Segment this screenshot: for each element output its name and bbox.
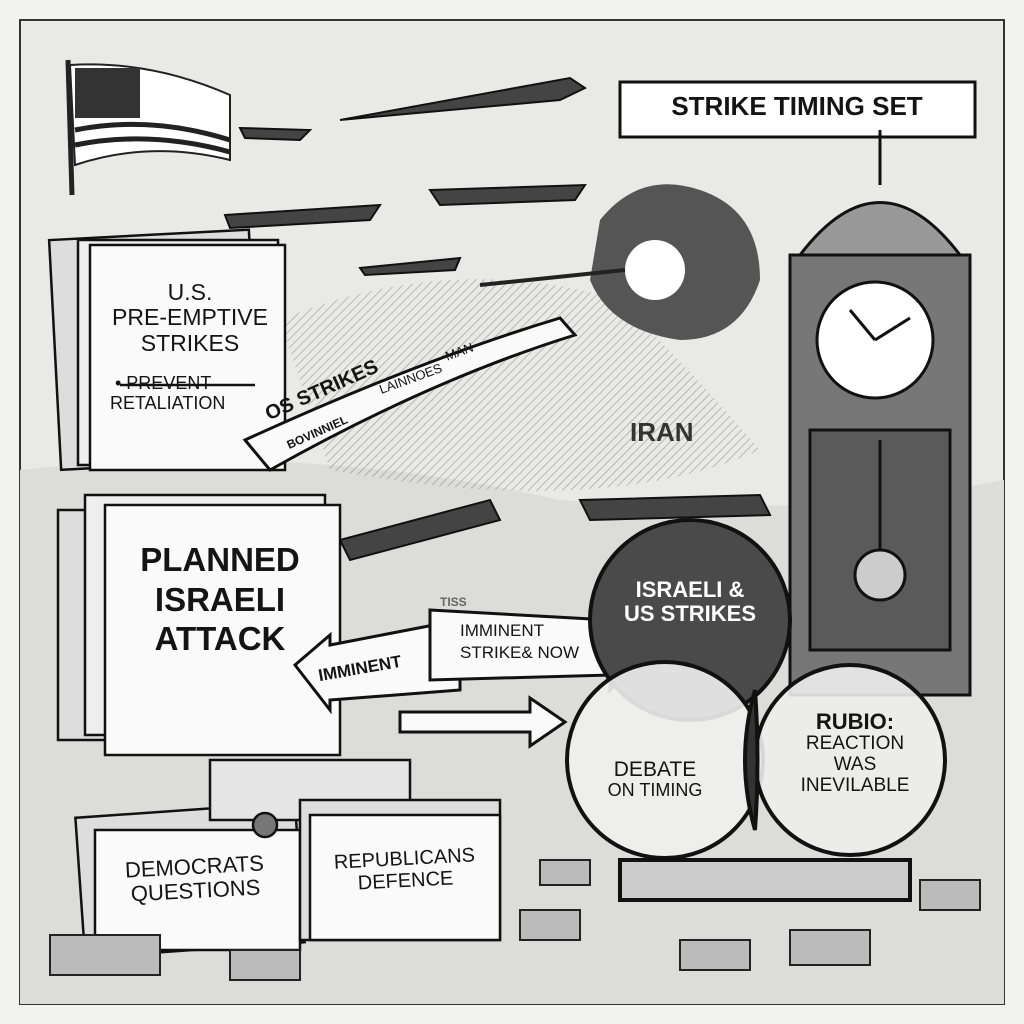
- us-doc-text: U.S. PRE-EMPTIVE STRIKES • PREVENT RETAL…: [100, 279, 280, 413]
- terrain: [280, 279, 760, 491]
- banner-ribbon: [242, 316, 578, 472]
- us-doc-line2: PRE-EMPTIVE: [112, 304, 268, 331]
- venn-right-line2: REACTION: [805, 733, 905, 755]
- republicans-folder-label: REPUBLICANS DEFENCE: [314, 843, 496, 896]
- us-doc-bullet: • PREVENT: [115, 372, 212, 393]
- arrow-right-label: IMMINENT STRIKE& NOW: [460, 621, 580, 662]
- israeli-doc-line2: ISRAELI: [154, 580, 286, 618]
- israeli-doc-line1: PLANNED: [140, 541, 300, 578]
- arrow-faded-text: TISS: [440, 595, 467, 609]
- venn-diagram: [565, 518, 947, 902]
- venn-left-line1: DEBATE: [613, 758, 697, 781]
- venn-right-line1: RUBIO:: [815, 709, 895, 734]
- jet-icon: [238, 126, 313, 142]
- venn-right-label: RUBIO: REACTION WAS INEVILABLE: [780, 709, 930, 797]
- democrats-folder-label: DEMOCRATS QUESTIONS: [99, 850, 291, 908]
- us-doc-line3: STRIKES: [140, 329, 240, 356]
- iran-label: IRAN: [630, 417, 694, 447]
- israeli-doc-text: PLANNED ISRAELI ATTACK: [120, 540, 320, 659]
- us-doc-line1: U.S.: [167, 279, 213, 305]
- venn-left-line2: ON TIMING: [607, 780, 703, 801]
- fighter-jets: [223, 76, 772, 562]
- venn-right-line3: WAS: [833, 754, 877, 776]
- folder-stacks: [74, 758, 502, 959]
- jet-icon: [578, 493, 772, 522]
- venn-top-line1: ISRAELI &: [635, 577, 745, 602]
- israeli-doc-line3: ATTACK: [154, 620, 286, 658]
- jet-icon: [358, 256, 462, 277]
- jet-icon: [339, 76, 588, 121]
- us-flag-icon: [65, 59, 231, 196]
- us-doc-bullet2: RETALIATION: [110, 392, 226, 413]
- grandfather-clock-icon: [788, 130, 972, 697]
- us-document-stack: [47, 228, 287, 472]
- arrow-right-line2: STRIKE& NOW: [460, 642, 580, 662]
- arrow-to-venn: [398, 695, 568, 749]
- israeli-document-stack: [56, 493, 342, 757]
- title-label: STRIKE TIMING SET: [671, 91, 923, 121]
- venn-left-label: DEBATE ON TIMING: [585, 758, 725, 801]
- rubble: [49, 859, 981, 981]
- jet-icon: [338, 498, 502, 562]
- arrow-right-line1: IMMINENT: [460, 621, 545, 640]
- venn-right-line4: INEVILABLE: [800, 774, 910, 796]
- title-box: [618, 80, 977, 139]
- explosion-icon: [479, 184, 760, 340]
- venn-top-line2: US STRIKES: [623, 601, 757, 627]
- venn-top-label: ISRAELI & US STRIKES: [600, 577, 780, 627]
- jet-icon: [223, 203, 382, 230]
- jet-icon: [428, 183, 587, 207]
